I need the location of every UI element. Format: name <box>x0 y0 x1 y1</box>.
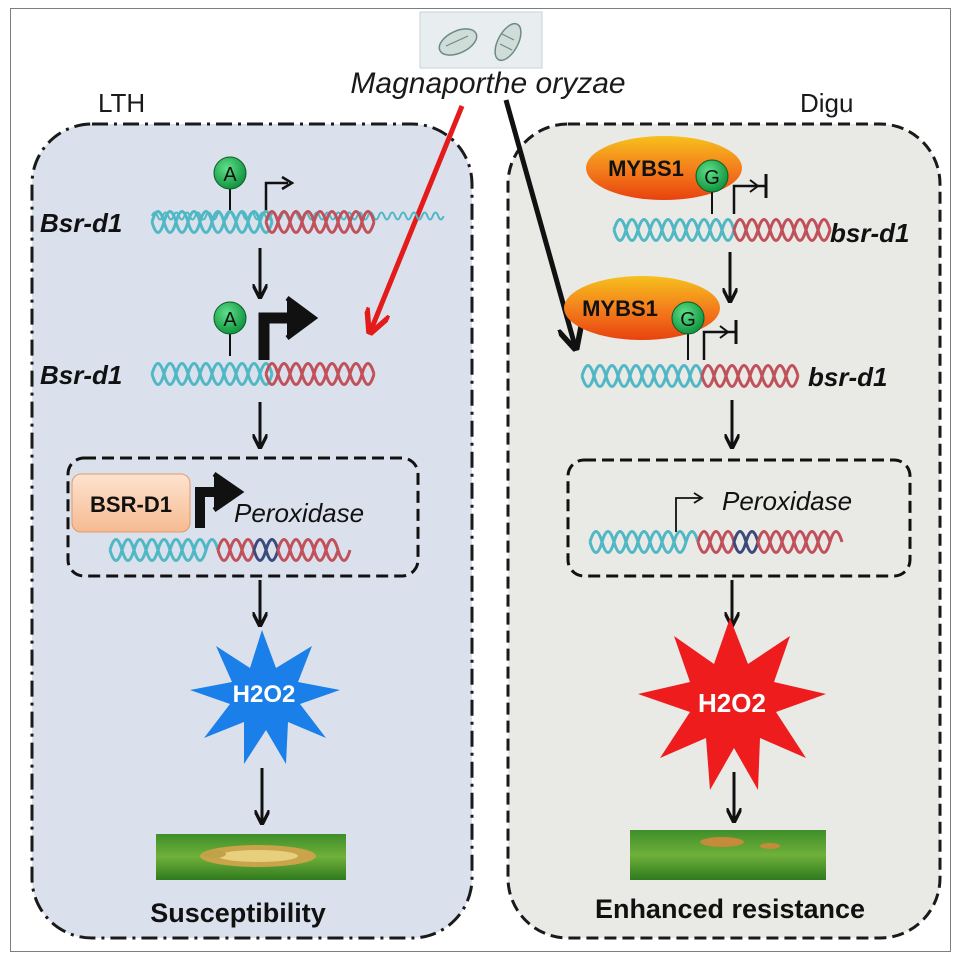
snp-a-marker <box>213 156 247 190</box>
blocked-transcription-icon <box>702 330 736 360</box>
mybs1-label: MYBS1 <box>582 296 658 321</box>
h2o2-label-left: H2O2 <box>233 681 296 708</box>
pathogen-spore-icon <box>419 11 543 69</box>
figure-frame <box>10 8 951 952</box>
peroxidase-label-right: Peroxidase <box>722 486 852 516</box>
snp-g-marker <box>695 159 729 193</box>
outcome-susceptibility: Susceptibility <box>150 898 326 928</box>
mybs1-label: MYBS1 <box>608 156 684 181</box>
h2o2-burst-red <box>638 618 826 790</box>
leaf-lesion-icon <box>156 834 346 880</box>
snp-g-label: G <box>680 309 696 331</box>
snp-a-label: A <box>223 164 237 186</box>
bsr-d1-protein-label: BSR-D1 <box>90 492 172 517</box>
gene-label-bsr-d1-top: Bsr-d1 <box>40 208 122 238</box>
pathogen-black-arrow <box>503 99 575 346</box>
outcome-enhanced-resistance: Enhanced resistance <box>595 894 865 924</box>
peroxidase-box-left <box>66 456 420 578</box>
gene-label-bsr-d1-r2: bsr-d1 <box>808 362 887 392</box>
pathogen-title: Magnaporthe oryzae <box>350 67 625 100</box>
lth-label: LTH <box>98 88 145 118</box>
transcription-start-icon <box>675 497 700 532</box>
h2o2-label-right: H2O2 <box>698 688 766 718</box>
blocked-transcription-icon <box>732 184 766 214</box>
gene-label-bsr-d1-r1: bsr-d1 <box>830 218 909 248</box>
dna-strand-1 <box>150 210 376 234</box>
dna-strand-2 <box>150 362 376 386</box>
snp-a-marker <box>213 301 247 335</box>
digu-label: Digu <box>800 88 853 118</box>
snp-g-marker <box>671 301 705 335</box>
snp-g-label: G <box>704 167 720 189</box>
peroxidase-label-left: Peroxidase <box>234 498 364 528</box>
dna-strand-r2 <box>580 364 800 388</box>
peroxidase-box-right <box>566 458 912 578</box>
h2o2-burst-blue <box>190 630 340 764</box>
dna-strand-peroxidase-right <box>588 530 844 554</box>
lth-panel <box>30 122 474 940</box>
bsr-d1-protein <box>71 473 191 533</box>
snp-a-label: A <box>223 309 237 331</box>
gene-label-bsr-d1-bottom: Bsr-d1 <box>40 360 122 390</box>
dna-strand-peroxidase-left <box>108 538 352 562</box>
leaf-lesion-icon <box>630 830 826 880</box>
transcription-start-icon <box>264 181 288 212</box>
dna-strand-r1 <box>612 218 832 242</box>
